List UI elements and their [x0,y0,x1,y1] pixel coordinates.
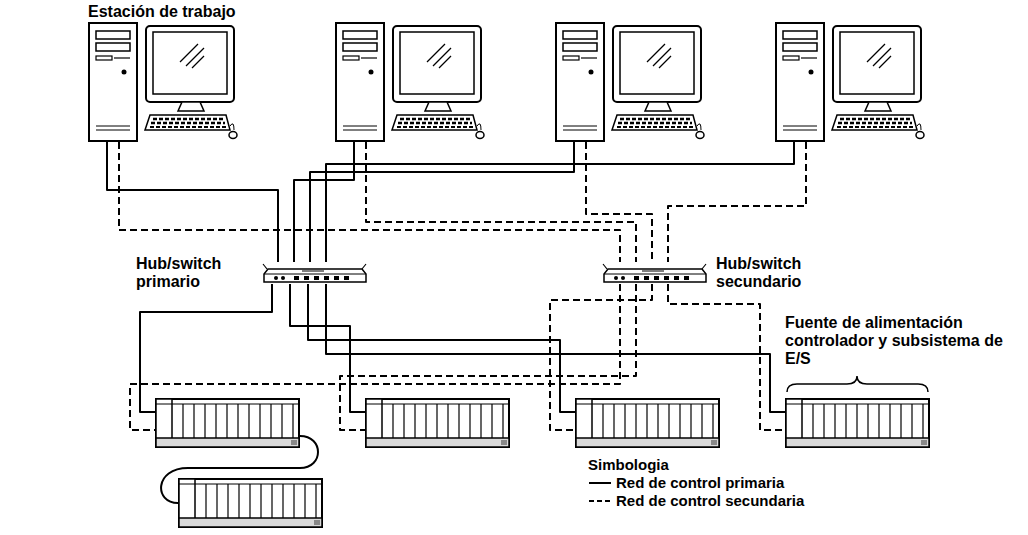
network-switch: Hub/switch secundario [602,255,834,291]
controller-rack [178,478,323,528]
switch-icon [602,262,708,284]
workstation-icon [335,22,485,142]
switch-body [264,269,366,282]
primary-network-cable [107,142,278,262]
mouse [229,132,237,139]
rack-frame [179,479,322,527]
rack-icon [575,398,720,448]
node-label: Estación de trabajo [88,3,238,22]
primary-network-cable [140,284,272,412]
workstation [555,22,705,142]
workstation [335,22,485,142]
monitor [613,26,701,102]
rack-frame [366,399,509,447]
monitor [146,26,234,102]
rack-icon [785,398,930,448]
secondary-network-cable [366,142,636,262]
switch-icon [262,262,368,284]
keyboard [612,115,697,130]
rack-frame [156,399,299,447]
rack-frame [786,399,929,447]
legend-line-sample [588,480,612,486]
monitor [833,26,921,102]
primary-network-cable [310,142,574,262]
primary-network-cable [326,142,794,262]
workstation-icon [775,22,925,142]
keyboard [392,115,477,130]
controller-rack [365,398,510,448]
tower-case [556,23,604,141]
workstation-icon [88,22,238,142]
primary-network-cable [308,284,575,412]
mouse [476,132,484,139]
workstation [775,22,925,142]
secondary-network-cable [668,142,806,262]
legend: SimbologiaRed de control primariaRed de … [588,456,804,510]
controller-rack: Fuente de alimentación controlador y sub… [785,314,1017,448]
bracket-icon [785,374,930,394]
bracket [787,376,928,392]
legend-line-sample [588,498,612,504]
monitor [393,26,481,102]
node-label: Fuente de alimentación controlador y sub… [785,314,1017,368]
node-label: Hub/switch secundario [716,255,834,291]
keyboard [832,115,917,130]
mouse [916,132,924,139]
legend-row: Red de control secundaria [588,492,804,510]
legend-line [589,482,611,484]
rack-icon [365,398,510,448]
network-switch: Hub/switch primario [136,255,368,291]
legend-label: Red de control secundaria [616,492,804,510]
rack-icon [178,478,323,528]
controller-rack [575,398,720,448]
legend-label: Red de control primaria [616,474,784,492]
secondary-network-cable [586,142,652,262]
tower-case [776,23,824,141]
controller-rack [155,398,300,448]
secondary-network-cable [119,142,620,262]
legend-row: Red de control primaria [588,474,804,492]
primary-network-cable [290,284,365,412]
keyboard [145,115,230,130]
rack-frame [576,399,719,447]
legend-heading: Simbologia [588,456,804,474]
tower-case [336,23,384,141]
node-label: Hub/switch primario [136,255,254,291]
legend-line [589,500,611,502]
mouse [696,132,704,139]
rack-icon [155,398,300,448]
workstation-icon [555,22,705,142]
workstation: Estación de trabajo [88,3,238,142]
tower-case [89,23,137,141]
switch-body [604,269,706,282]
primary-network-cable [294,142,354,262]
